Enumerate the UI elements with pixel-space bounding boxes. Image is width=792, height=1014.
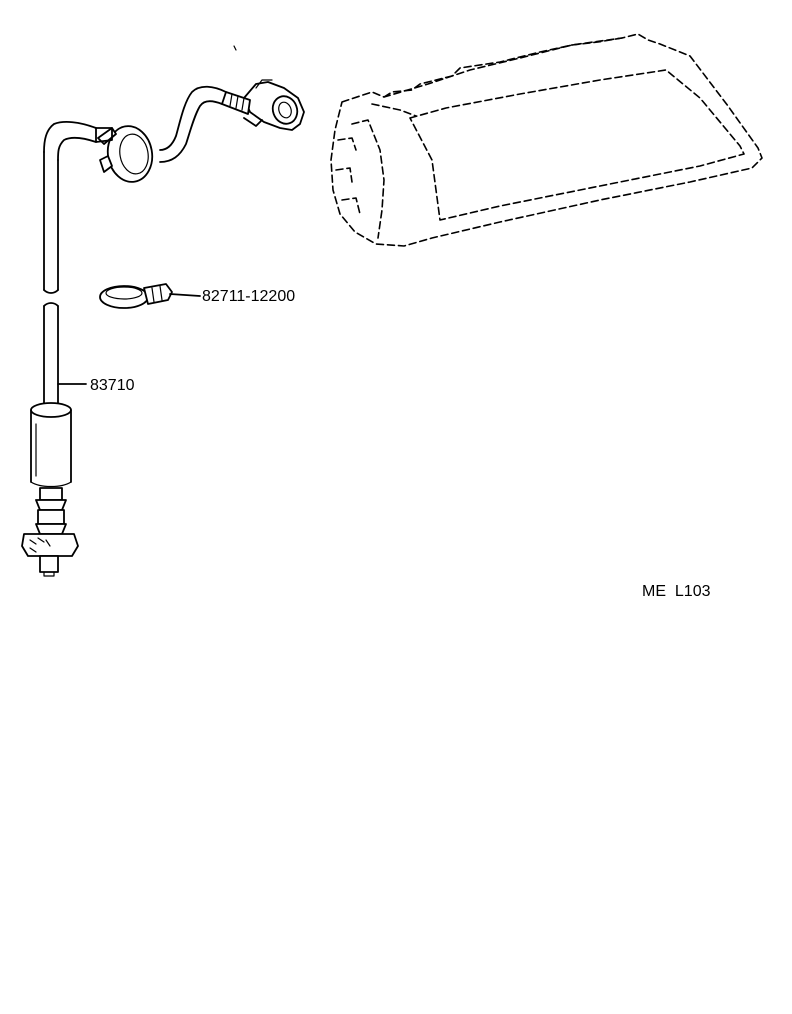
meter-cluster-outline (330, 33, 763, 247)
cable-grommet (95, 125, 154, 183)
stray-mark (233, 45, 237, 51)
cable-clamp (99, 283, 173, 309)
part-number-cable: 83710 (90, 377, 135, 394)
cable-meter-end-connector (243, 79, 305, 131)
leader-line-clamp (169, 293, 201, 297)
part-number-clamp: 82711-12200 (202, 288, 295, 305)
figure-code: ME L103 (642, 583, 711, 600)
speedometer-cable (21, 79, 305, 577)
cable-transmission-end-fitting (21, 487, 79, 577)
cable-lower-housing (30, 402, 72, 488)
